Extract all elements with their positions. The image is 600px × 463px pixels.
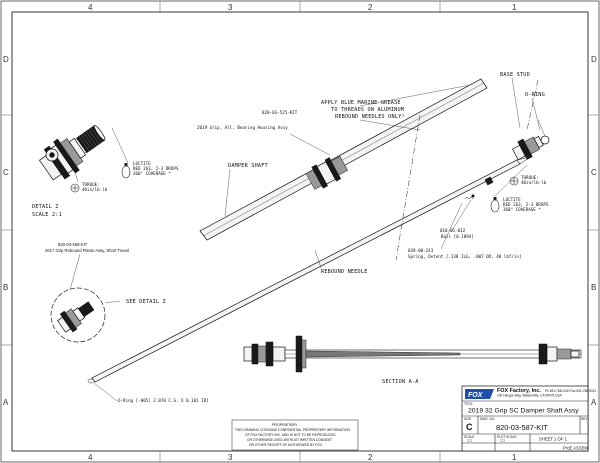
loctite-right-line2: RED 263, 2-3 DROPS (503, 202, 549, 207)
oring-bottom-label: O-Ring [-005] 2.070 C.S. X 0.101 ID] (118, 398, 209, 403)
zone-col-1-bottom: 1 (512, 453, 517, 462)
rebound-needle-part (87, 156, 531, 384)
base-stud-part (512, 79, 550, 161)
loctite-left-callout: LOCTITE RED 263, 2-3 DROPS 360° COVERAGE… (111, 127, 179, 179)
zone-labels-top: 4 3 2 1 (88, 3, 517, 12)
ball-description: Ball [0.1094] (441, 234, 474, 239)
kit525-description: 2019 Grip, All, Bearing Housing Assy (197, 125, 288, 130)
drawing-size: C (466, 422, 473, 432)
detent-ball-spring (464, 194, 475, 200)
loctite-right-callout: LOCTITE RED 263, 2-3 DROPS 360° COVERAGE… (490, 164, 549, 213)
kit525-part-number: 820-03-525-KIT (262, 110, 298, 115)
zone-col-4-top: 4 (88, 3, 93, 12)
loctite-left-line1: LOCTITE (133, 161, 151, 166)
torque-left-callout: TORQUE: 40in/lb-lb (70, 171, 108, 193)
zone-row-b-right: B (591, 283, 596, 292)
torque-left-line1: TORQUE: (82, 182, 100, 187)
zone-row-c-right: C (591, 168, 597, 177)
spring-part-number: 039-00-243 (408, 248, 434, 253)
torque-right-line2: 40in/lb-lb (521, 180, 547, 185)
proprietary-line4: OR OTHERWISE USED WITHOUT WRITTEN CONSEN… (247, 438, 332, 442)
zone-row-d-left: D (3, 55, 9, 64)
section-cut-line (395, 114, 421, 261)
loctite-cap-icon-right (493, 197, 497, 200)
zone-row-a-left: A (3, 398, 9, 407)
zone-col-2-bottom: 2 (368, 453, 373, 462)
zone-row-b-left: B (3, 283, 8, 292)
zone-col-2-top: 2 (368, 3, 373, 12)
loctite-left-line2: RED 263, 2-3 DROPS (133, 166, 179, 171)
grease-note-line2: TO THREADS ON ALUMINUM (331, 107, 404, 113)
company-name: FOX Factory, Inc. (497, 388, 541, 394)
loctite-bottle-icon (121, 165, 131, 179)
torque-right-callout: TORQUE: 40in/lb-lb (509, 175, 547, 186)
zone-labels-bottom: 4 3 2 1 (88, 453, 517, 462)
drawing-title: 2019 32 Grip SC Damper Shaft Assy (468, 408, 579, 415)
section-a-a-label: SECTION A-A (382, 379, 419, 385)
zone-row-c-left: C (3, 168, 9, 177)
piston-description: 2017 Grip Rebound Piston Assy, Short Tra… (45, 248, 129, 253)
torque-right-line1: TORQUE: (521, 175, 539, 180)
loctite-right-line3: 360° COVERAGE * (503, 207, 541, 212)
company-address: 130 Hangar Way, Watsonville, CA 95076 US… (497, 394, 563, 398)
proprietary-line2: THIS DRAWING CONTAINS CONFIDENTIAL PROPR… (235, 428, 350, 432)
program-note: ProE ASSEM (563, 446, 588, 451)
title-label: TITLE (464, 402, 473, 406)
proprietary-line3: OF FOX FACTORY INC. AND IS NOT TO BE REP… (245, 433, 336, 437)
piston-part-number: 820-03-458-KIT (58, 242, 88, 247)
needle-oring (87, 378, 95, 384)
zone-col-4-bottom: 4 (88, 453, 93, 462)
zone-labels-left: D C B A (3, 55, 9, 407)
ball-part-number: 010-01-012 (440, 228, 466, 233)
damper-shaft-label: DAMPER SHAFT (228, 163, 268, 169)
svg-text:FOX: FOX (468, 392, 484, 399)
loctite-left-line3: 360° COVERAGE * (133, 171, 171, 176)
zone-col-3-top: 3 (228, 3, 233, 12)
leader-lines (69, 77, 541, 402)
zone-row-d-right: D (591, 55, 597, 64)
plot-scale-label: PLOT SCALE (497, 435, 517, 439)
loctite-cap-icon (124, 163, 128, 166)
scale-value: 1:1 (467, 439, 472, 443)
detail-z-circle (50, 287, 121, 343)
loctite-bottle-icon-right (490, 199, 500, 213)
zone-col-1-top: 1 (512, 3, 517, 12)
section-a-a-view (243, 335, 582, 373)
detail-z-title: DETAIL Z (32, 204, 59, 210)
zone-col-3-bottom: 3 (228, 453, 233, 462)
loctite-right-line1: LOCTITE (503, 197, 521, 202)
detail-z-scale: SCALE 2:1 (32, 212, 62, 218)
title-block: FOX FOX Factory, Inc. 130 Hangar Way, Wa… (461, 385, 597, 452)
grease-note-line1: APPLY BLUE MARINE GREASE (321, 100, 401, 106)
drawing-number: 820-03-587-KIT (496, 423, 548, 432)
zone-labels-right: D C B A (591, 55, 597, 407)
rebound-needle-label: REBOUND NEEDLE (321, 269, 368, 275)
size-label: SIZE (464, 417, 471, 421)
company-phone: Ph 831-768-1100 Fax 831-768-9312 (545, 389, 597, 393)
rev-label: REV (581, 417, 588, 421)
damper-shaft-part (199, 78, 488, 241)
proprietary-notice: PROPRIETARY THIS DRAWING CONTAINS CONFID… (231, 419, 359, 451)
fox-logo: FOX (465, 389, 494, 399)
detail-z-view (38, 124, 106, 181)
plot-scale-value: 1:1 (500, 439, 505, 443)
proprietary-line1: PROPRIETARY (272, 423, 298, 427)
sheet-number: SHEET 1 OF 1 (539, 437, 568, 442)
spring-description: Spring, Detent [.138 ILG, .007 OD, 48 lb… (408, 254, 521, 259)
oring-right-label: O-RING (525, 92, 545, 98)
dwg-no-label: DWG. NO. (480, 417, 495, 421)
base-stud-label: BASE STUD (500, 72, 530, 78)
scale-label: SCALE (464, 435, 474, 439)
grease-note-line3: REBOUND NEEDLES ONLY! (335, 114, 405, 120)
see-detail-z-label: SEE DETAIL Z (126, 299, 166, 305)
torque-left-line2: 40in/lb-lb (82, 187, 108, 192)
proprietary-line5: OR OTHER RECEIPT OF AUTHORIZED BY FOX (249, 443, 323, 447)
zone-row-a-right: A (591, 398, 597, 407)
